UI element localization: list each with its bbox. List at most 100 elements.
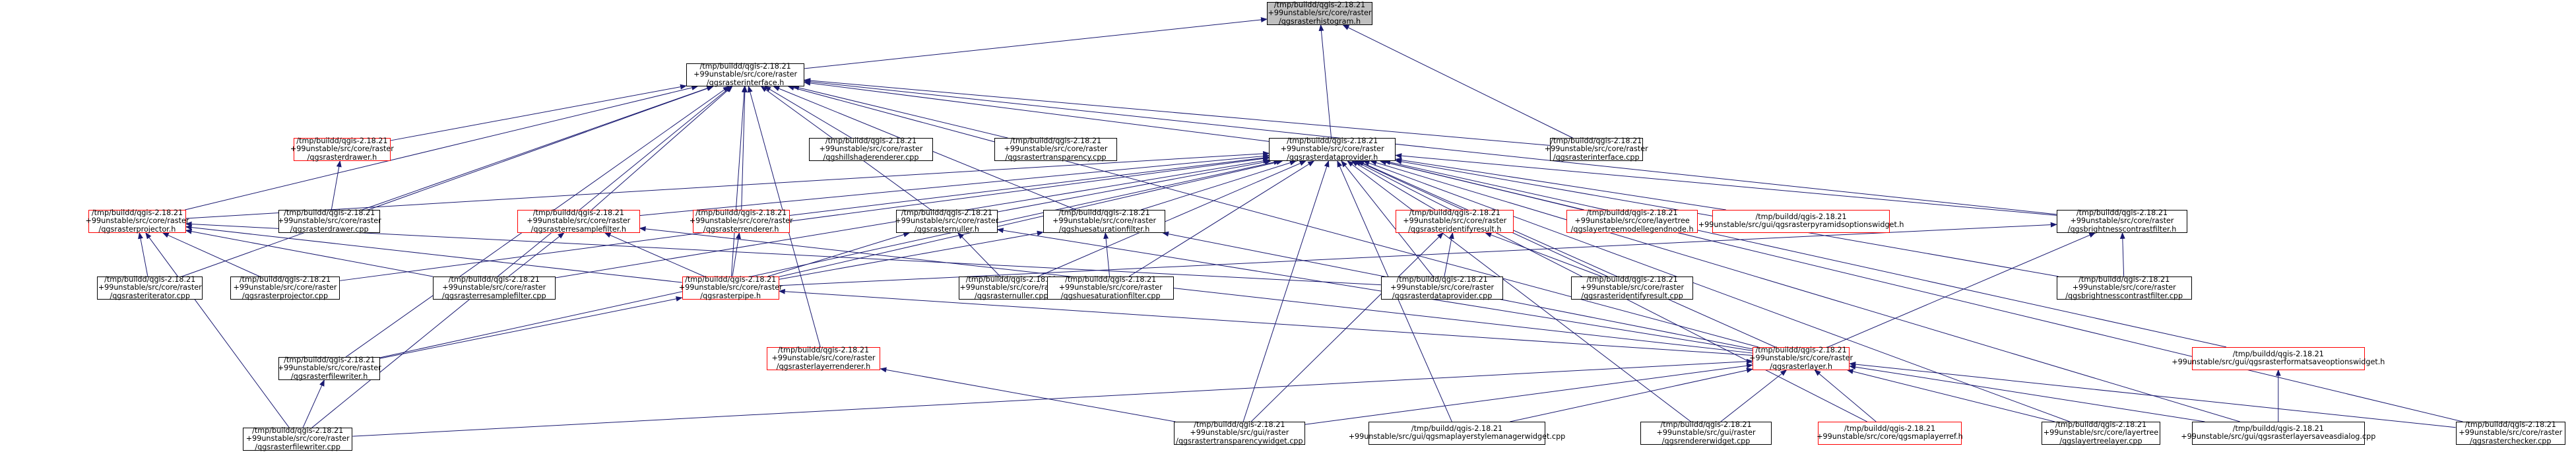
node-label-line: +99unstable/src/gui/qgsmaplayerstylemana… — [1348, 432, 1566, 441]
edge-dataprovider-h-to-interface-h — [804, 80, 1270, 142]
node-transparencywidget-cpp[interactable]: /tmp/buildd/qgis-2.18.21+99unstable/src/… — [1174, 420, 1305, 445]
node-label-line: +99unstable/src/core/raster — [277, 216, 381, 226]
node-label-line: /qgshillshaderenderer.cpp — [823, 152, 919, 162]
edge-pipe-h-to-dataprovider-h — [779, 160, 1283, 277]
node-layersavedialog-cpp[interactable]: /tmp/buildd/qgis-2.18.21+99unstable/src/… — [2181, 422, 2375, 445]
node-label-line: +99unstable/src/core/raster — [1280, 145, 1384, 154]
edge-hillshade-cpp-to-interface-h — [764, 86, 852, 139]
edge-interface-h-to-histogram-h — [804, 17, 1268, 69]
node-label-line: /qgsbrightnesscontrastfilter.cpp — [2065, 291, 2183, 300]
node-label-line: /tmp/buildd/qgis-2.18.21 — [1411, 424, 1503, 433]
edge-renderer-h-to-interface-h — [741, 85, 748, 210]
node-pyramid-widget-h[interactable]: /tmp/buildd/qgis-2.18.21+99unstable/src/… — [1698, 209, 1904, 233]
node-projector-cpp[interactable]: /tmp/buildd/qgis-2.18.21+99unstable/src/… — [230, 275, 340, 300]
node-label-line: +99unstable/src/core/raster — [442, 283, 546, 292]
node-dataprovider-cpp[interactable]: /tmp/buildd/qgis-2.18.21+99unstable/src/… — [1380, 275, 1504, 300]
edge-rasterlayer-h-to-interface-h — [787, 85, 1758, 348]
node-rasterdrawer-cpp[interactable]: /tmp/buildd/qgis-2.18.21+99unstable/src/… — [277, 209, 381, 234]
node-layertreelayer-cpp[interactable]: /tmp/buildd/qgis-2.18.21+99unstable/src/… — [2042, 420, 2160, 445]
node-checker-cpp[interactable]: /tmp/buildd/qgis-2.18.21+99unstable/src/… — [2455, 420, 2565, 445]
node-stylemanager-cpp[interactable]: /tmp/buildd/qgis-2.18.21+99unstable/src/… — [1349, 422, 1565, 445]
node-interface-cpp[interactable]: /tmp/buildd/qgis-2.18.21+99unstable/src/… — [1545, 137, 1648, 161]
node-filewriter-cpp[interactable]: /tmp/buildd/qgis-2.18.21+99unstable/src/… — [243, 426, 353, 451]
node-identify-cpp[interactable]: /tmp/buildd/qgis-2.18.21+99unstable/src/… — [1570, 275, 1694, 300]
node-resamplefilter-cpp[interactable]: /tmp/buildd/qgis-2.18.21+99unstable/src/… — [433, 275, 556, 300]
node-label-line: /tmp/buildd/qgis-2.18.21 — [2232, 424, 2324, 433]
edge-nuller-h-to-dataprovider-h — [997, 159, 1272, 212]
node-maplayerref-h[interactable]: /tmp/buildd/qgis-2.18.21+99unstable/src/… — [1817, 422, 1963, 445]
node-label-line: /qgsrasternuller.cpp — [975, 291, 1048, 300]
node-pipe-h[interactable]: /tmp/buildd/qgis-2.18.21+99unstable/src/… — [679, 275, 783, 300]
edge-huesat-cpp-to-huesat-h — [1103, 232, 1111, 277]
node-label-line: /tmp/buildd/qgis-2.18.21 — [252, 426, 344, 435]
node-label-line: +99unstable/src/core/raster — [1580, 283, 1685, 292]
node-layertree-legend-h[interactable]: /tmp/buildd/qgis-2.18.21+99unstable/src/… — [1566, 209, 1698, 233]
node-huesat-h[interactable]: /tmp/buildd/qgis-2.18.21+99unstable/src/… — [1043, 209, 1166, 233]
node-label-line: /tmp/buildd/qgis-2.18.21 — [296, 136, 388, 145]
node-renderer-h[interactable]: /tmp/buildd/qgis-2.18.21+99unstable/src/… — [690, 208, 793, 233]
edge-dataprovider-cpp-to-dataprovider-h — [1341, 160, 1434, 277]
edge-interface-cpp-to-histogram-h — [1342, 24, 1573, 139]
node-rendererwidget-cpp[interactable]: /tmp/buildd/qgis-2.18.21+99unstable/src/… — [1640, 420, 1772, 445]
node-huesat-cpp[interactable]: /tmp/buildd/qgis-2.18.21+99unstable/src/… — [1047, 275, 1175, 300]
edge-formatsave-widget-h-to-dataprovider-h — [1384, 160, 2227, 348]
node-label-line: /tmp/buildd/qgis-2.18.21 — [91, 208, 183, 217]
node-dataprovider-h[interactable]: /tmp/buildd/qgis-2.18.21+99unstable/src/… — [1269, 137, 1396, 161]
node-label-line: /tmp/buildd/qgis-2.18.21 — [825, 136, 917, 145]
node-brightness-cpp[interactable]: /tmp/buildd/qgis-2.18.21+99unstable/src/… — [2056, 275, 2192, 300]
node-label-line: /qgsrasterchecker.cpp — [2470, 436, 2552, 445]
node-label-line: /qgsrasterdrawer.cpp — [290, 224, 369, 234]
node-label-line: /tmp/buildd/qgis-2.18.21 — [777, 345, 870, 354]
edge-checker-cpp-to-dataprovider-h — [1379, 160, 2463, 422]
node-nuller-cpp[interactable]: /tmp/buildd/qgis-2.18.21+99unstable/src/… — [958, 275, 1064, 300]
node-nuller-h[interactable]: /tmp/buildd/qgis-2.18.21+99unstable/src/… — [895, 208, 998, 233]
edge-resamplefilter-cpp-to-projector-h — [185, 228, 434, 277]
node-rasterlayer-h[interactable]: /tmp/buildd/qgis-2.18.21+99unstable/src/… — [1749, 346, 1853, 370]
edge-transparencywidget-cpp-to-identify-h — [1250, 232, 1444, 422]
node-label-line: /qgsrasterfilewriter.cpp — [255, 442, 340, 451]
node-identify-h[interactable]: /tmp/buildd/qgis-2.18.21+99unstable/src/… — [1396, 209, 1514, 233]
node-label-line: +99unstable/src/core/raster — [678, 283, 783, 292]
edge-dataprovider-cpp-to-projector-h — [185, 221, 1381, 286]
node-label-line: /tmp/buildd/qgis-2.18.21 — [901, 208, 992, 217]
node-label-line: /tmp/buildd/qgis-2.18.21 — [695, 208, 787, 217]
node-label-line: /qgsrastertransparencywidget.cpp — [1176, 436, 1303, 445]
node-label-line: /qgsrasterprojector.cpp — [242, 291, 329, 300]
node-label-line: +99unstable/src/core/raster — [1268, 9, 1372, 18]
node-label-line: +99unstable/src/core/raster — [98, 283, 202, 292]
node-label-line: +99unstable/src/core/raster — [527, 216, 631, 226]
node-rasterdrawer-h[interactable]: /tmp/buildd/qgis-2.18.21+99unstable/src/… — [290, 136, 394, 161]
node-label-line: /tmp/buildd/qgis-2.18.21 — [1586, 275, 1678, 284]
edge-rendererwidget-cpp-to-dataprovider-h — [1347, 160, 1691, 422]
edge-filewriter-h-to-dataprovider-h — [379, 160, 1281, 358]
edge-projector-h-to-interface-h — [185, 85, 699, 211]
node-label-line: +99unstable/src/core/raster — [1544, 145, 1648, 154]
edge-layersavedialog-cpp-to-rasterlayer-h — [1849, 364, 2205, 422]
node-transparency-cpp[interactable]: /tmp/buildd/qgis-2.18.21+99unstable/src/… — [994, 137, 1117, 162]
node-interface-h[interactable]: /tmp/buildd/qgis-2.18.21+99unstable/src/… — [686, 62, 805, 86]
edge-renderer-h-to-dataprovider-h — [789, 155, 1270, 216]
node-histogram-h: /tmp/buildd/qgis-2.18.21+99unstable/src/… — [1267, 1, 1372, 25]
node-label-line: +99unstable/src/core/raster — [1390, 283, 1495, 292]
node-resamplefilter-h[interactable]: /tmp/buildd/qgis-2.18.21+99unstable/src/… — [517, 209, 640, 233]
edge-pipe-h-to-renderer-h — [732, 232, 741, 277]
edge-rasterlayer-h-to-nuller-h — [996, 228, 1753, 351]
node-formatsave-widget-h[interactable]: /tmp/buildd/qgis-2.18.21+99unstable/src/… — [2172, 346, 2385, 370]
node-label-line: +99unstable/src/core/raster — [85, 216, 189, 226]
node-filewriter-h[interactable]: /tmp/buildd/qgis-2.18.21+99unstable/src/… — [278, 356, 381, 380]
node-label-line: /tmp/buildd/qgis-2.18.21 — [2232, 349, 2324, 358]
edge-pyramid-widget-h-to-dataprovider-h — [1395, 157, 1726, 211]
edge-identify-cpp-to-identify-h — [1485, 232, 1602, 277]
node-label-line: /qgslayertreelayer.cpp — [2059, 436, 2142, 445]
edge-filewriter-cpp-to-filewriter-h — [302, 379, 325, 428]
node-brightness-h[interactable]: /tmp/buildd/qgis-2.18.21+99unstable/src/… — [2056, 209, 2188, 233]
node-iterator-cpp[interactable]: /tmp/buildd/qgis-2.18.21+99unstable/src/… — [97, 275, 203, 300]
node-label-line: /qgsrasterprojector.h — [98, 224, 176, 234]
node-label-line: /qgsrastertransparency.cpp — [1005, 152, 1107, 162]
node-layerrenderer-h[interactable]: /tmp/buildd/qgis-2.18.21+99unstable/src/… — [766, 345, 881, 370]
node-hillshade-cpp[interactable]: /tmp/buildd/qgis-2.18.21+99unstable/src/… — [808, 136, 934, 162]
node-projector-h[interactable]: /tmp/buildd/qgis-2.18.21+99unstable/src/… — [86, 208, 189, 234]
node-label-line: +99unstable/src/core/raster — [290, 145, 394, 154]
node-label-line: +99unstable/src/core/raster — [1749, 354, 1853, 363]
